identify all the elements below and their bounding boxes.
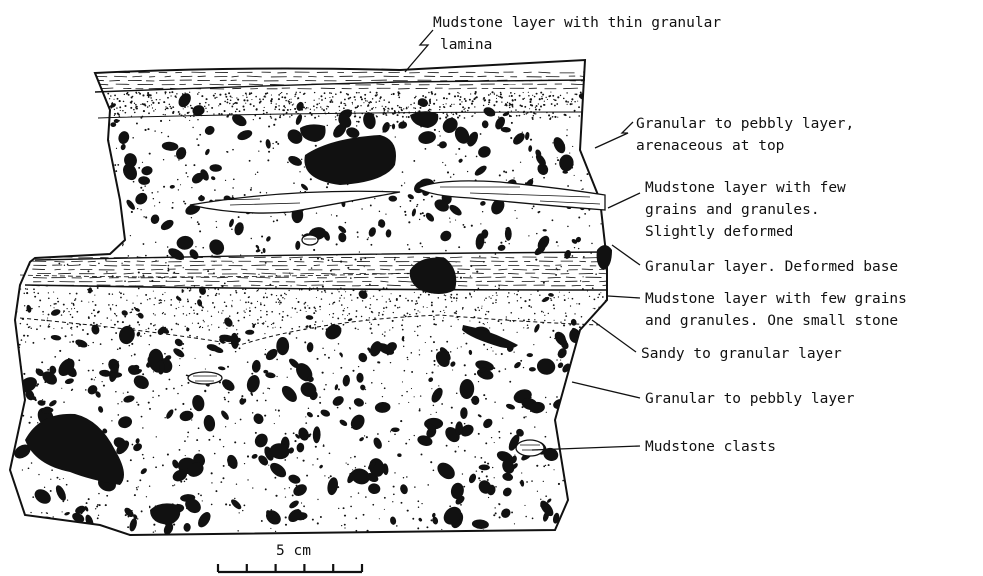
scale-bar: 5 cm [218,543,362,572]
layer-boundaries [20,80,606,345]
leader-mudstone-stone [608,296,640,298]
leader-granular-pebbly-top [595,122,633,148]
scale-bar-label: 5 cm [276,543,311,559]
leader-sandy-granular [592,320,636,352]
mudstone-clast-1 [188,372,222,384]
large-clast-3 [25,414,124,485]
label-mudstone-clasts: Mudstone clasts [645,439,776,455]
mudstone-lenses [188,181,605,456]
leader-granular-pebbly [572,382,640,398]
large-clast-4 [300,124,326,142]
mudstone-clast-3 [302,235,318,245]
mudstone-lens-left [190,191,400,213]
large-clast-8 [150,503,180,525]
label-granular-pebbly-top: Granular to pebbly layer, arenaceous at … [636,116,863,154]
leader-mudstone-clasts [532,446,640,450]
large-clast-7 [462,325,518,348]
leader-granular-deformed [612,245,640,265]
large-clast-6 [597,245,612,270]
label-mudstone-stone: Mudstone layer with few grains and granu… [645,291,916,329]
large-clast-5 [410,111,438,128]
label-mudstone-thin: Mudstone layer with thin granular lamina [433,15,730,53]
label-mudstone-deformed: Mudstone layer with few grains and granu… [645,180,855,240]
label-granular-pebbly: Granular to pebbly layer [645,391,855,407]
label-granular-deformed-base: Granular layer. Deformed base [645,259,898,275]
large-clasts [25,111,612,525]
label-sandy-granular: Sandy to granular layer [641,346,842,362]
leader-mudstone-thin [405,30,433,72]
leader-mudstone-deformed [608,193,640,208]
mudstone-clast-2 [516,440,544,456]
large-clast-1 [304,135,396,185]
